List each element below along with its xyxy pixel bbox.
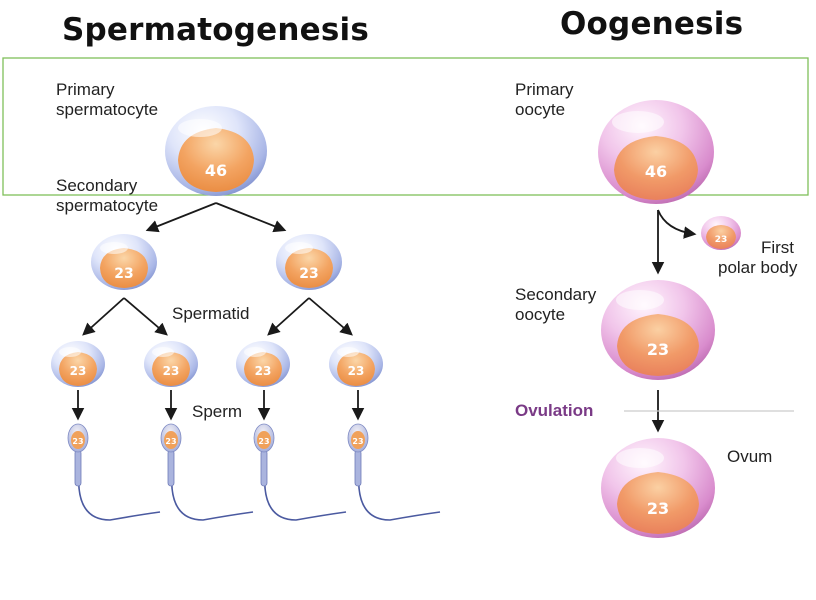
primary-oocyte-count: 46 [645,162,667,181]
sperm-3-count: 23 [258,437,269,446]
spermatid-1-cell: 23 [51,341,105,387]
secondary-spermatocyte-right-count: 23 [299,266,318,282]
oogenesis-arrows [651,209,697,433]
sperm-3-cell: 23 [253,423,347,521]
secondary-spermatocyte-left-count: 23 [114,266,133,282]
first-polar-body-count: 23 [715,235,728,245]
label-primary-spermatocyte: Primary spermatocyte [56,80,159,119]
spermatogenesis-arrows [71,202,365,421]
spermatid-2-count: 23 [163,364,180,378]
label-ovum: Ovum [727,447,773,466]
sperm-2-count: 23 [165,437,176,446]
primary-spermatocyte-cell: 46 [165,106,267,196]
sperm-4-cell: 23 [347,423,441,521]
label-secondary-spermatocyte: Secondary spermatocyte [56,176,159,215]
label-secondary-oocyte: Secondary oocyte [515,285,597,324]
label-first-polar-body: First polar body [718,238,798,277]
highlight-box [2,57,809,196]
sperm-4-count: 23 [352,437,363,446]
label-ovulation: Ovulation [515,401,594,420]
secondary-spermatocyte-right-cell: 23 [276,234,342,290]
label-sperm: Sperm [192,402,243,421]
spermatid-4-count: 23 [348,364,365,378]
spermatid-3-count: 23 [255,364,272,378]
primary-spermatocyte-count: 46 [205,161,227,180]
sperm-1-cell: 23 [67,423,161,521]
spermatid-2-cell: 23 [144,341,198,387]
primary-oocyte-cell: 46 [598,100,714,204]
spermatid-4-cell: 23 [329,341,383,387]
title-spermatogenesis: Spermatogenesis [62,12,370,48]
secondary-spermatocyte-left-cell: 23 [91,234,157,290]
sperm-2-cell: 23 [160,423,254,521]
ovum-cell: 23 [601,438,715,538]
label-primary-oocyte: Primary oocyte [515,80,574,119]
secondary-oocyte-count: 23 [647,340,669,359]
title-oogenesis: Oogenesis [560,6,744,42]
label-spermatid: Spermatid [172,304,250,323]
sperm-1-count: 23 [72,437,83,446]
secondary-oocyte-cell: 23 [601,280,715,380]
first-polar-body-cell: 23 [701,216,741,250]
ovum-count: 23 [647,499,669,518]
spermatid-3-cell: 23 [236,341,290,387]
spermatid-1-count: 23 [70,364,87,378]
